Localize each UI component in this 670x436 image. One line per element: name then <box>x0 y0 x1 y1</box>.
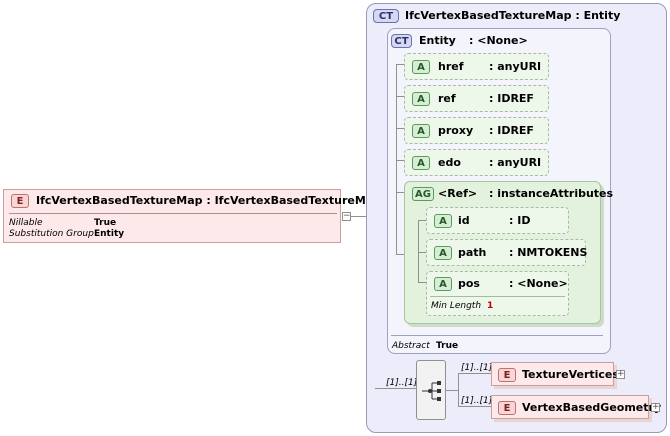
attribute-badge: A <box>434 246 452 260</box>
attribute-edo[interactable]: A edo : anyURI <box>404 149 549 176</box>
attribute-badge: A <box>434 277 452 291</box>
attribute-name: pos <box>458 277 480 290</box>
attribute-path[interactable]: A path : NMTOKENS <box>426 239 588 266</box>
connector <box>396 160 408 161</box>
child-cardinality: [1]..[1] <box>461 363 493 373</box>
prop-key-min-length: Min Length <box>431 301 482 311</box>
element-texture-vertices[interactable]: E TextureVertices <box>491 362 619 386</box>
prop-key-nillable: Nillable <box>9 218 43 228</box>
sequence-compositor[interactable] <box>416 360 446 420</box>
connector <box>458 373 459 406</box>
connector <box>458 373 491 374</box>
complex-type-badge: CT <box>373 9 399 23</box>
prop-value-substitution-group: Entity <box>94 229 125 239</box>
root-element-title: IfcVertexBasedTextureMap : IfcVertexBase… <box>36 194 382 207</box>
sequence-icon <box>422 381 441 401</box>
attribute-group-name: <Ref> <box>438 187 478 200</box>
connector <box>351 216 375 217</box>
connector <box>396 96 408 97</box>
attribute-href[interactable]: A href : anyURI <box>404 53 549 80</box>
attribute-name: path <box>458 246 487 259</box>
attribute-name: proxy <box>438 124 474 137</box>
connector <box>396 128 408 129</box>
element-vertex-based-geometry[interactable]: E VertexBasedGeometry <box>491 395 661 419</box>
attribute-type: : ID <box>509 214 531 227</box>
prop-value-min-length: 1 <box>487 301 494 311</box>
attribute-type: : <None> <box>509 277 568 290</box>
attribute-name: edo <box>438 156 461 169</box>
sequence-cardinality: [1]..[1] <box>386 378 418 388</box>
attribute-group-badge: AG <box>412 187 434 201</box>
attribute-id[interactable]: A id : ID <box>426 207 569 234</box>
child-cardinality: [1]..[1] <box>461 396 493 406</box>
attribute-name: id <box>458 214 470 227</box>
element-name: TextureVertices <box>522 368 619 381</box>
attribute-badge: A <box>412 92 430 106</box>
attribute-type: : NMTOKENS <box>509 246 588 259</box>
attribute-badge: A <box>434 214 452 228</box>
attribute-type: : anyURI <box>489 60 542 73</box>
attribute-proxy[interactable]: A proxy : IDREF <box>404 117 549 144</box>
expand-toggle[interactable]: + <box>651 402 660 412</box>
divider <box>9 213 337 214</box>
element-badge: E <box>498 368 516 382</box>
base-type-name: Entity <box>419 34 456 47</box>
connector <box>418 252 428 253</box>
attribute-badge: A <box>412 156 430 170</box>
abstract-value: True <box>436 341 459 351</box>
attribute-group-type: : instanceAttributes <box>489 187 614 200</box>
base-type-type: : <None> <box>469 34 528 47</box>
complex-type-title: IfcVertexBasedTextureMap : Entity <box>405 9 621 22</box>
attribute-name: href <box>438 60 464 73</box>
attribute-type: : anyURI <box>489 156 542 169</box>
attribute-type: : IDREF <box>489 124 534 137</box>
base-type-badge: CT <box>391 34 412 48</box>
element-name: VertexBasedGeometry <box>522 401 662 414</box>
connector <box>418 220 428 221</box>
divider <box>391 335 603 336</box>
element-badge: E <box>11 194 29 208</box>
expand-toggle[interactable]: + <box>616 369 625 379</box>
connector <box>458 406 491 407</box>
prop-value-nillable: True <box>94 218 117 228</box>
prop-key-substitution-group: Substitution Group <box>9 229 94 239</box>
connector <box>396 64 397 254</box>
connector <box>396 254 408 255</box>
attribute-badge: A <box>412 60 430 74</box>
connector <box>446 390 458 391</box>
attribute-type: : IDREF <box>489 92 534 105</box>
connector <box>396 192 408 193</box>
attribute-pos[interactable]: A pos : <None> Min Length 1 <box>426 271 569 316</box>
connector <box>396 64 408 65</box>
connector <box>375 388 416 389</box>
attribute-ref[interactable]: A ref : IDREF <box>404 85 549 112</box>
root-element[interactable]: E IfcVertexBasedTextureMap : IfcVertexBa… <box>3 189 381 243</box>
element-badge: E <box>498 401 516 415</box>
attribute-name: ref <box>438 92 456 105</box>
abstract-key: Abstract <box>392 341 430 351</box>
attribute-badge: A <box>412 124 430 138</box>
divider <box>430 296 565 297</box>
collapse-toggle[interactable]: − <box>342 211 351 221</box>
connector <box>418 282 428 283</box>
connector <box>418 220 419 282</box>
